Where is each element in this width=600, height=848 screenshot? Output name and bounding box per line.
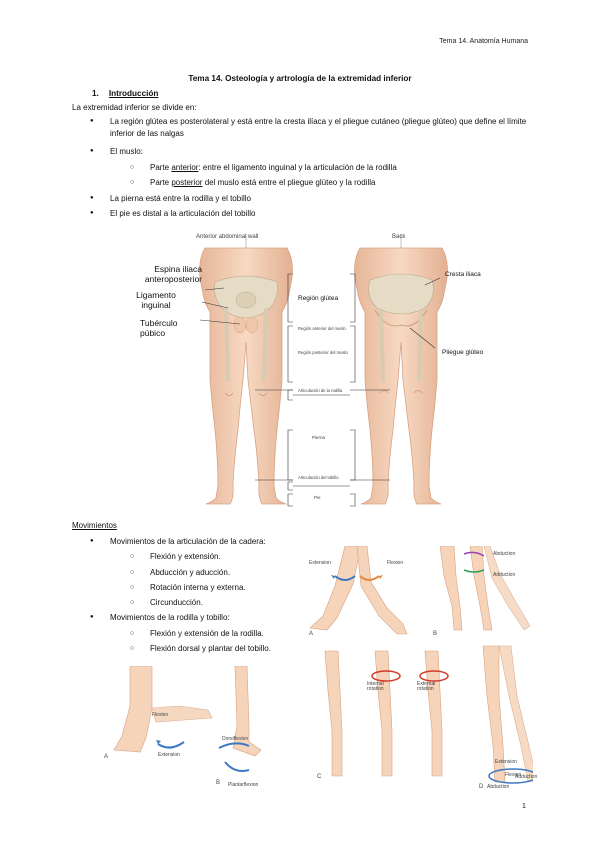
back-caption: Back [392,234,406,240]
section-heading: 1. Introducción [92,89,158,98]
label-internal-rotation: Internal rotation [367,681,384,692]
panel-c-legs [324,650,449,777]
panel-a-knee [113,665,213,753]
sub-list-item: Flexión dorsal y plantar del tobillo. [90,641,320,657]
page-number: 1 [522,803,526,810]
sub-list-item: Parte posterior del muslo está entre el … [90,177,530,189]
label-circ-adduction: Adduction [515,774,538,780]
label-region-glutea: Región glútea [298,295,339,302]
panel-d-legs [482,645,538,784]
label-pie: Pie [314,495,321,500]
sub-list-item: Parte anterior: entre el ligamento ingui… [90,162,530,174]
movements-list: Movimientos de la articulación de la cad… [90,534,320,657]
section-number: 1. [92,89,99,98]
lower-limb-illustration [199,234,448,507]
list-item: El muslo: [90,146,530,158]
sub-list-item: Abducción y aducción. [90,565,320,581]
region-brackets [199,273,441,507]
label-extension: Extension [309,560,331,566]
label-circ-extension: Extension [495,759,517,765]
list-item: La pierna está entre la rodilla y el tob… [90,193,530,205]
label-knee-extension: Extension [158,752,180,758]
label-knee-flexion: Flexion [152,712,169,718]
panel-a-letter: A [309,631,314,637]
posterior-body [354,234,448,505]
panel-b-ankle [218,665,262,772]
label-espina: Espina iliaca anteroposterior [144,264,202,284]
hip-movements-figure: Extension Flexion Abduction Adduction In… [305,545,538,792]
label-pliegue: Pliegue glúteo [442,349,484,356]
knee-ankle-illustration [113,665,262,772]
list-item: El pie es distal a la articulación del t… [90,208,530,220]
label-circ-flexion: Flexion [505,772,522,778]
panel-d-letter: D [479,784,484,790]
intro-text: La extremidad inferior se divide en: [72,103,197,112]
panel-b-letter: B [433,631,438,637]
label-ligamento: Ligamento inguinal [136,290,176,310]
region-list: La región glútea es posterolateral y est… [90,116,530,220]
knee-ankle-figure: Flexion Extension Dorsiflexion Plantarfl… [100,665,280,794]
label-region-post-muslo: Región posterior del muslo [298,350,348,355]
label-flexion: Flexion [387,560,404,566]
lower-limb-regions-figure: Anterior abdominal wall Back Espina ilia… [100,230,510,512]
movements-heading: Movimientos [72,521,117,530]
label-dorsiflexion: Dorsiflexion [222,736,249,742]
hip-movements-illustration [309,545,538,784]
label-art-rodilla: Articulación de la rodilla [298,388,343,393]
label-adduction: Adduction [493,572,516,578]
label-cresta: Cresta iliaca [445,271,481,278]
sub-list-item: Circunducción. [90,595,320,611]
label-circ-abduction: Abduction [487,784,510,790]
label-abduction: Abduction [493,551,516,557]
panel-a-letter: A [104,754,109,760]
list-item: Movimientos de la articulación de la cad… [90,534,320,550]
panel-a-legs [309,545,408,635]
section-title: Introducción [108,89,159,98]
label-plantarflexion: Plantarflexion [228,782,259,788]
anterior-caption: Anterior abdominal wall [196,234,259,240]
list-item: La región glútea es posterolateral y est… [90,116,530,139]
page-header: Tema 14. Anatomía Humana [439,38,528,45]
sub-list-item: Flexión y extensión de la rodilla. [90,626,320,642]
list-item: Movimientos de la rodilla y tobillo: [90,610,320,626]
anterior-body [199,234,293,505]
document-title: Tema 14. Osteología y artrología de la e… [188,74,412,83]
panel-c-letter: C [317,774,322,780]
label-art-tobillo: Articulación del tobillo [298,475,339,480]
panel-b-letter: B [216,780,221,786]
sub-list-item: Rotación interna y externa. [90,580,320,596]
panel-b-legs [439,545,531,631]
label-pierna: Pierna [312,435,326,440]
sub-list-item: Flexión y extensión. [90,549,320,565]
label-external-rotation: External rotation [417,681,436,692]
label-tuberculo: Tubérculo púbico [140,318,178,338]
label-region-ant-muslo: Región anterior del muslo [298,326,346,331]
